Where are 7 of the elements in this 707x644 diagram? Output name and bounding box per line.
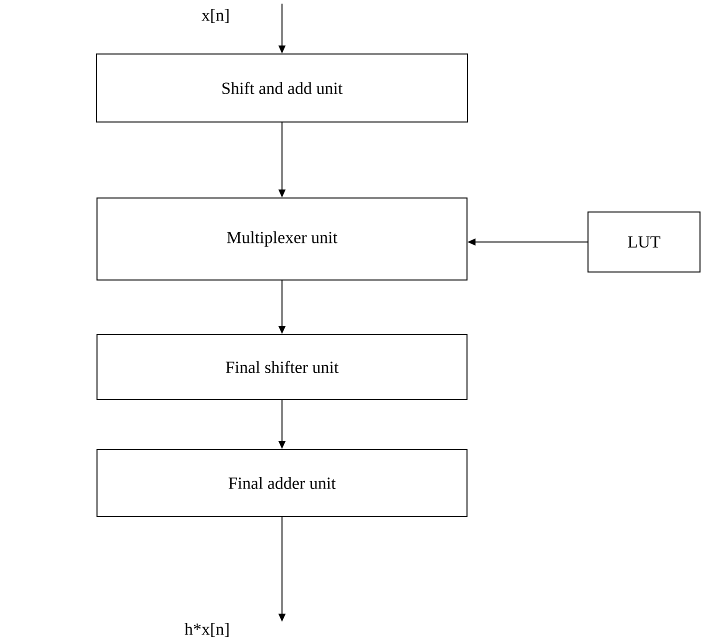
signal-label: x[n] [202, 8, 229, 24]
process-box: Shift and add unit [96, 53, 468, 122]
process-box: Final shifter unit [96, 334, 468, 400]
process-box: Multiplexer unit [96, 197, 468, 280]
process-box: LUT [588, 211, 700, 272]
process-box: Final adder unit [96, 448, 468, 517]
signal-label: h*x[n] [184, 622, 229, 638]
